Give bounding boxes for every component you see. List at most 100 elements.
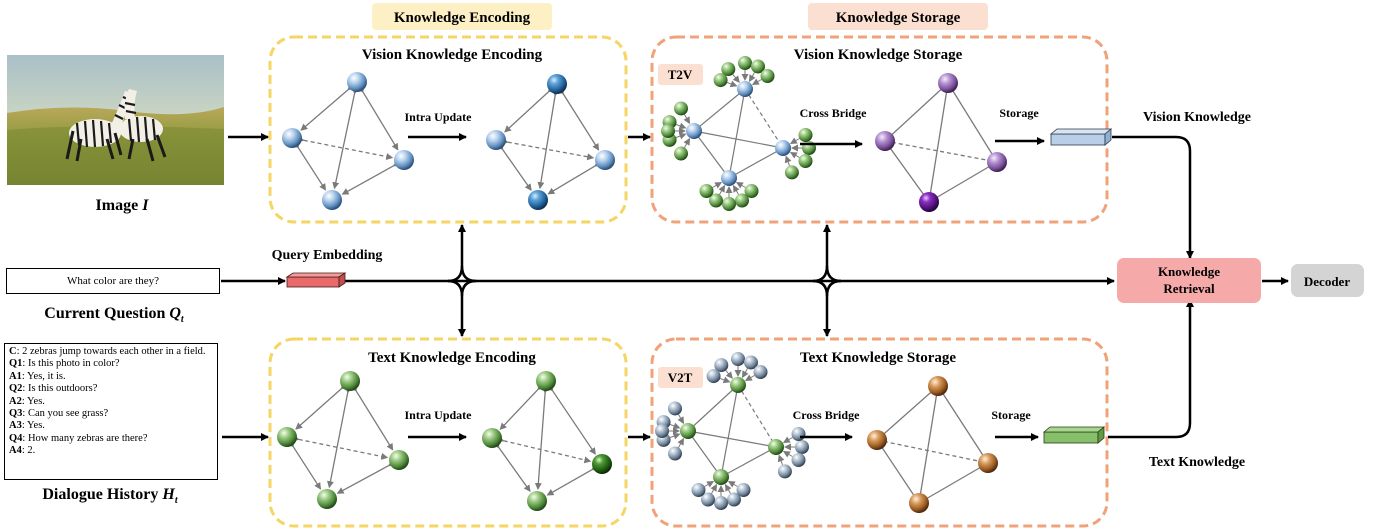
vision-graph-before <box>282 72 414 210</box>
graph-edge <box>876 385 939 441</box>
storage-label-bottom: Storage <box>991 408 1031 422</box>
text-storage-title: Text Knowledge Storage <box>800 350 956 366</box>
graph-edge <box>332 87 360 190</box>
leaf-node <box>674 101 688 116</box>
leaf-node <box>784 165 799 180</box>
history-line: Q3: Can you see grass? <box>9 408 213 420</box>
graph-edge <box>918 385 939 504</box>
graph-node <box>389 450 409 470</box>
text-graph-after <box>482 371 612 511</box>
knowledge-encoding-label: Knowledge Encoding <box>372 3 552 30</box>
knowledge-graphs <box>277 56 1007 513</box>
leaf-edge <box>724 483 732 494</box>
leaf-node <box>727 492 741 507</box>
query-embedding-block <box>285 272 347 288</box>
history-line-key: Q2 <box>9 383 23 395</box>
graph-node <box>867 430 887 450</box>
graph-edge-dashed <box>292 434 389 460</box>
graph-edge <box>292 141 327 191</box>
leaf-node <box>798 154 813 168</box>
leaf-node <box>709 193 723 208</box>
knowledge-retrieval-box: Knowledge Retrieval <box>1117 258 1261 303</box>
history-line-key: Q3 <box>9 408 23 420</box>
graph-edge <box>720 446 777 478</box>
leaf-edge <box>789 137 800 145</box>
leaf-edge <box>789 151 800 159</box>
leaf-edge <box>782 450 793 458</box>
graph-node <box>528 190 548 210</box>
graph-node <box>536 371 556 391</box>
current-question-box: What color are they? <box>6 268 220 294</box>
leaf-node <box>668 401 682 416</box>
graph-edge <box>884 140 930 203</box>
text-storage-graph <box>867 376 998 513</box>
vision-graph-after <box>486 74 615 210</box>
leaf-node <box>751 59 765 74</box>
intra-update-label-top: Intra Update <box>404 110 472 124</box>
history-caption: Dialogue History Ht <box>42 486 178 506</box>
leaf-edge <box>677 414 685 425</box>
leaf-edge <box>735 181 746 189</box>
leaf-node <box>674 146 688 161</box>
graph-edge <box>504 85 555 133</box>
graph-edge <box>499 382 545 431</box>
history-line: Q4: How many zebras are there? <box>9 433 213 445</box>
leaf-node <box>791 453 806 467</box>
dialogue-history-box: C: 2 zebras jump towards each other in a… <box>4 343 218 480</box>
v2t-tag: V2T <box>658 367 703 388</box>
history-line: A1: Yes, it is. <box>9 371 213 383</box>
graph-node <box>978 453 998 473</box>
knowledge-storage-label: Knowledge Storage <box>808 3 988 30</box>
graph-edge <box>918 462 989 504</box>
leaf-edge <box>777 454 785 466</box>
leaf-node <box>701 492 715 507</box>
flow-arrows <box>221 133 1289 441</box>
history-line-text: : 2. <box>21 445 36 457</box>
graph-edge <box>720 384 739 478</box>
knowledge-encoding-text: Knowledge Encoding <box>394 10 531 26</box>
graph-node <box>322 190 342 210</box>
graph-edge <box>547 160 602 195</box>
history-line-key: Q4 <box>9 432 23 444</box>
graph-edge <box>336 459 396 494</box>
leaf-edge <box>751 78 762 86</box>
graph-node <box>482 428 502 448</box>
graph-node <box>317 489 337 509</box>
leaf-edge <box>675 122 687 130</box>
graph-edge <box>928 161 998 203</box>
cross-bridge-label-top: Cross Bridge <box>800 106 867 120</box>
graph-edge <box>350 384 394 451</box>
history-line: A3: Yes. <box>9 420 213 432</box>
history-line-key: A2 <box>9 395 22 407</box>
leaf-node <box>668 446 682 461</box>
history-line-key: A3 <box>9 420 22 432</box>
history-line-key: A1 <box>9 370 22 382</box>
history-line: Q1: Is this photo in color? <box>9 358 213 370</box>
graph-node <box>592 454 612 474</box>
leaf-node <box>744 184 759 198</box>
graph-edge-dashed <box>884 140 998 163</box>
leaf-edge <box>726 80 738 88</box>
leaf-node <box>736 483 751 497</box>
history-line-text: : How many zebras are there? <box>22 432 148 444</box>
leaf-edge <box>704 480 715 488</box>
leaf-node <box>731 352 745 366</box>
graph-edge <box>937 385 989 464</box>
hub-node <box>730 377 746 393</box>
leaf-node <box>738 56 752 70</box>
history-line: Q2: Is this outdoors? <box>9 383 213 395</box>
history-line: C: 2 zebras jump towards each other in a… <box>9 346 213 358</box>
graph-edge <box>295 382 348 430</box>
graph-edge <box>693 130 784 149</box>
leaf-node <box>721 62 736 77</box>
leaf-node <box>713 73 728 88</box>
text-graph-before <box>277 371 409 509</box>
graph-node <box>938 73 958 93</box>
text-storage-box <box>650 337 1109 528</box>
graph-edge <box>546 384 596 455</box>
graph-node <box>547 74 567 94</box>
zebra-image <box>7 55 224 185</box>
graph-edge <box>947 82 998 163</box>
graph-edge <box>687 430 722 478</box>
